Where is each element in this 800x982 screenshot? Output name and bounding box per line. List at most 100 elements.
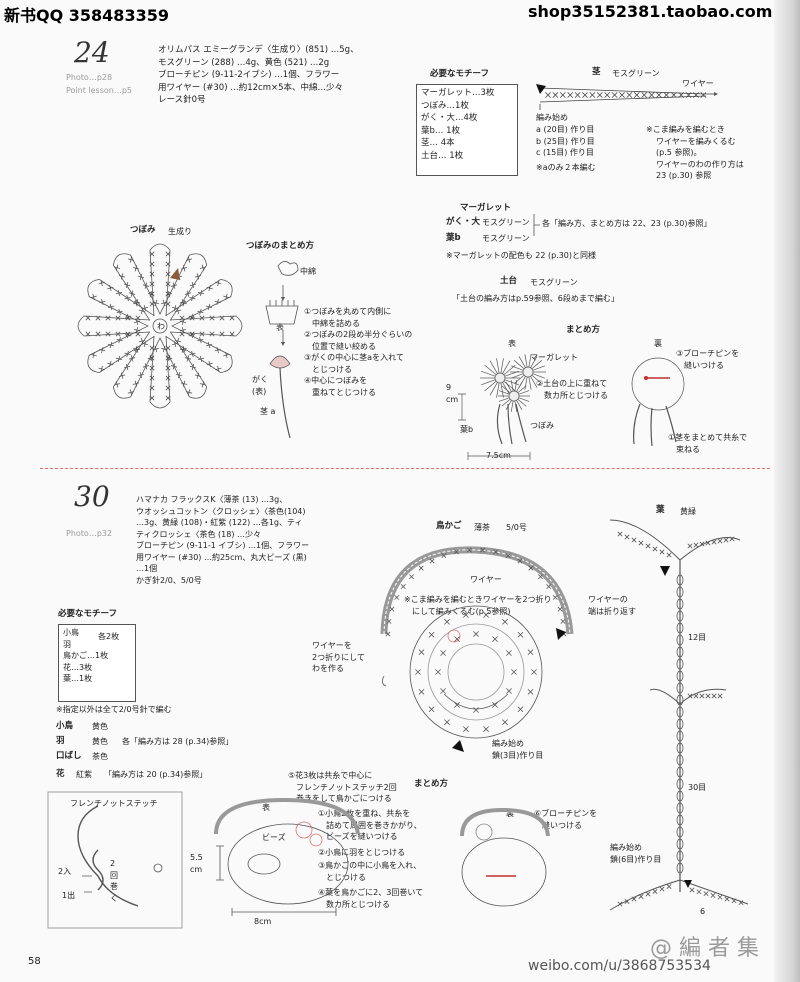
leafb-color: モスグリーン: [482, 234, 530, 243]
motif-title-24: 必要なモチーフ: [430, 69, 489, 79]
page-number: 58: [28, 956, 41, 967]
asm30-face: 表: [262, 803, 270, 812]
wing-label: 羽: [56, 736, 65, 746]
base-title: 土台: [500, 276, 518, 286]
material-line: レース針0号: [158, 95, 206, 105]
asm-step: 縫いつける: [684, 360, 724, 370]
bud-step: 中綿を詰める: [312, 318, 360, 328]
french-thread: [77, 805, 139, 907]
asm-step: ②小鳥に羽をとじつける: [318, 847, 406, 857]
motif-item: 花…3枚: [63, 662, 93, 672]
photo-ref-24: Photo…p28: [66, 73, 113, 82]
cage-wire-fold-line: わを作る: [312, 664, 344, 673]
cage-wire-end-line: ワイヤーの: [588, 595, 628, 604]
motif-item: 羽: [63, 639, 71, 649]
asm-step: とじつける: [326, 872, 366, 882]
wing-color: 黄色: [92, 737, 108, 746]
asm24-back: 裏: [654, 339, 662, 348]
weibo-mark: @ 編 者 集: [650, 936, 759, 961]
pattern-number-30: 30: [74, 480, 110, 513]
gaku-ref: 各「編み方、まとめ方は 22、23 (p.30)参照」: [542, 219, 712, 228]
leaf-diagram: [609, 519, 749, 911]
stem-row: a (20目) 作り目: [536, 125, 595, 134]
french-knot-diagram: [47, 791, 183, 929]
bud-color: 生成り: [168, 227, 192, 236]
asm-step: 詰めて周囲を巻きかがり、: [326, 820, 422, 830]
material-line: ブローチピン (9-11-1 イブシ) …1個、フラワー: [136, 541, 310, 550]
asm30-height: 5.5 cm: [190, 853, 203, 874]
leaf-stitches: [617, 531, 744, 907]
asm-step: ビーズを縫いつける: [326, 832, 398, 841]
asm24-back: [631, 357, 685, 447]
asm24-face: 表: [508, 339, 516, 348]
asm30-steps: ①小鳥2枚を重ね、共糸を 詰めて周囲を巻きかがり、 ビーズを縫いつける ②小鳥に…: [318, 808, 423, 910]
bud-step: 位置で縫い絞める: [312, 341, 376, 351]
point-lesson-ref: Point lesson…p5: [66, 86, 133, 95]
material-line: ウオッシュコットン〈クロッシェ〉〈茶色(104): [136, 506, 306, 516]
leaf-6: 6: [700, 907, 706, 916]
bud-step: とじつける: [312, 364, 352, 374]
motif-item: 小鳥: [63, 628, 79, 637]
motif-item: 土台… 1枚: [421, 150, 464, 161]
cage-diagram: [380, 546, 574, 752]
daisy-flowers: [480, 354, 546, 412]
motif-item: 葉…1枚: [63, 674, 93, 683]
cage-stitches: [385, 547, 567, 733]
stem-color: モスグリーン: [612, 69, 660, 78]
material-line: かぎ針2/0、5/0号: [136, 575, 202, 585]
asm-step: 巻きをして鳥かごにつける: [296, 794, 392, 803]
french-wrap-char: く: [110, 893, 118, 903]
material-line: ティクロッシェ〈茶色 (18) …少々: [136, 529, 262, 539]
bud-step: ①つぼみを丸めて内側に: [304, 307, 392, 316]
asm24-front: [458, 354, 546, 460]
bird-ref: 各「編み方は 28 (p.34)参照」: [122, 737, 234, 746]
gaku-color: モスグリーン: [482, 218, 530, 227]
beak-label: 口ばし: [56, 751, 82, 761]
stem-note: ワイヤーを編みくるむ: [656, 136, 736, 146]
stem-stitches: [545, 92, 707, 98]
gaku-label: がく・大: [446, 217, 481, 227]
stem-wire-label: ワイヤー: [682, 79, 714, 88]
french-title: フレンチノットステッチ: [70, 799, 158, 808]
asm30-width: 8cm: [254, 917, 272, 926]
cage-color: 薄茶: [474, 523, 490, 532]
leaf-start: 編み始め 鎖(6目)作り目: [610, 842, 661, 865]
cage-wire: ワイヤー: [470, 575, 502, 584]
asm24-step3: ③ブローチピンを 縫いつける: [676, 348, 739, 371]
gaku-bracket: [533, 214, 540, 236]
stem-start-marker-icon: [536, 84, 546, 94]
asm-step: 数カ所とじつける: [544, 390, 608, 400]
stem-chain-diagram: [536, 84, 718, 110]
base-ref: 「土台の編み方はp.59参照、6段めまで編む」: [452, 294, 619, 303]
face-label: 表: [276, 323, 284, 332]
french-wrap-char: 2: [110, 859, 116, 868]
cage-wire-fold: ワイヤーを 2つ折りにして わを作る: [312, 640, 365, 675]
asm-step: ④葉を鳥かごに2、3回巻いて: [318, 888, 424, 897]
photo-ref-30: Photo…p32: [66, 529, 113, 538]
cage-wire-fold-line: ワイヤーを: [312, 641, 352, 650]
bud-make-title: つぼみのまとめ方: [246, 241, 315, 251]
pattern-number-24: 24: [74, 36, 110, 69]
asm-step: ③鳥かごの中に小鳥を入れ、: [318, 861, 422, 870]
bird-icon: [247, 853, 281, 875]
cage-handle: [380, 546, 574, 635]
stem-note: (p.5 参照)。: [656, 148, 702, 157]
bud-step: ③がくの中心に茎aを入れて: [304, 353, 404, 362]
asm24-leaf: 葉b: [460, 425, 474, 434]
asm24-marg: マーガレット: [530, 353, 578, 362]
motif-each: 各2枚: [98, 632, 120, 641]
gaku-shape: [269, 355, 291, 369]
leaf-12: 12目: [688, 633, 707, 642]
motif-item: マーガレット…3枚: [421, 88, 495, 98]
motif-box-30: 小鳥 羽 鳥かご…1枚 花…3枚 葉…1枚: [58, 624, 136, 702]
motif-item: 葉b… 1枚: [421, 125, 461, 136]
assembly-title-24: まとめ方: [566, 325, 601, 335]
leaf-start-line: 編み始め: [610, 843, 642, 852]
cage-title: 鳥かご: [436, 521, 462, 531]
stem-a-label: 茎 a: [260, 407, 276, 416]
leafb-label: 葉b: [446, 233, 461, 243]
asm30-step5: ⑤花3枚は共糸で中心に フレンチノットステッチ2回 巻きをして鳥かごにつける: [288, 770, 397, 805]
french-wrap-char: 巻: [110, 882, 118, 891]
cotton-icon: [277, 261, 299, 276]
asm-step: ⑤花3枚は共糸で中心に: [288, 771, 373, 780]
